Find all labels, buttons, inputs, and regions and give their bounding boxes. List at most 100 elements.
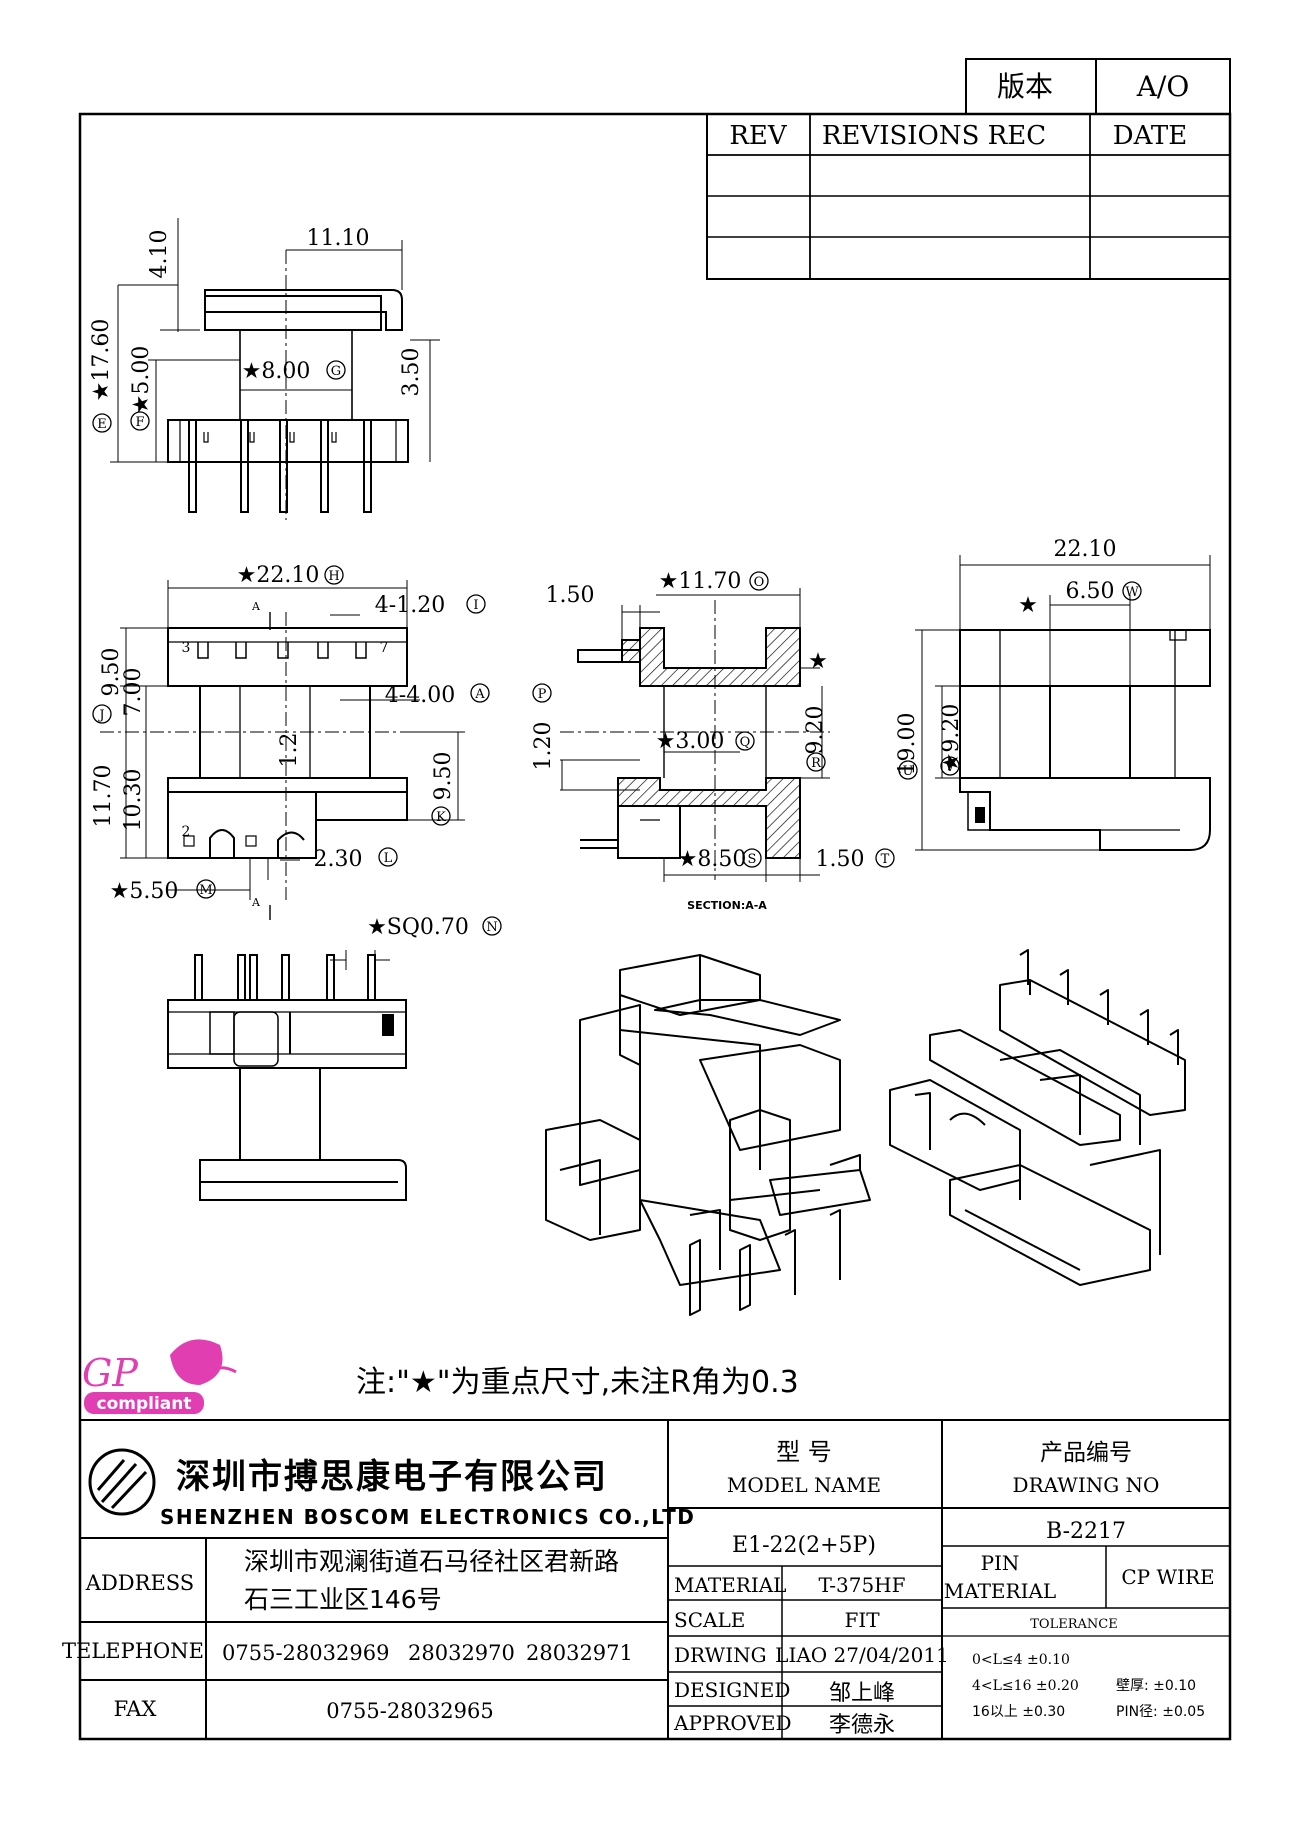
section-caption: SECTION:A-A [687, 899, 767, 912]
contact-info: ADDRESS 深圳市观澜街道石马径社区君新路 石三工业区146号 TELEPH… [62, 1547, 633, 1723]
pin-label-2: 2 [182, 824, 191, 840]
tolerance-label: TOLERANCE [1030, 1617, 1117, 1632]
gp-text: GP [82, 1351, 139, 1395]
tolerance-wall: 壁厚: ±0.10 [1116, 1678, 1196, 1694]
dim-11-10: 11.10 [307, 226, 370, 251]
circle-w: W [1125, 585, 1139, 600]
circle-v: V [944, 760, 955, 775]
material-label: MATERIAL [674, 1573, 786, 1597]
dim-1-50-bottom: 1.50 [816, 847, 865, 872]
drawing-no-label-en: DRAWING NO [1013, 1473, 1160, 1497]
company-name-cn: 深圳市搏思康电子有限公司 [176, 1457, 608, 1497]
pin-label-3: 3 [182, 640, 191, 656]
dim-3-50: 3.50 [399, 348, 424, 397]
fax-label: FAX [114, 1697, 157, 1721]
pin-material-value: CP WIRE [1121, 1565, 1214, 1589]
material-value: T-375HF [818, 1573, 905, 1597]
dim-1-20: 1.20 [531, 722, 556, 771]
designed-value: 邹上峰 [829, 1681, 895, 1706]
model-label-cn: 型 号 [776, 1438, 832, 1466]
address-label: ADDRESS [85, 1571, 194, 1595]
tolerance-row-3: 16以上 ±0.30 [972, 1704, 1065, 1720]
circle-k: K [436, 810, 446, 825]
gp-compliant-logo: GP compliant [82, 1339, 237, 1414]
section-mark-a-top: A [251, 600, 261, 613]
circle-r: R [811, 756, 822, 771]
title-block-fields: 型 号 MODEL NAME E1-22(2+5P) 产品编号 DRAWING … [673, 1438, 1215, 1738]
section-mark-a-bottom: A [251, 896, 261, 909]
telephone-3: 28032971 [526, 1641, 633, 1665]
section-view [560, 588, 830, 882]
drawing-no-value: B-2217 [1046, 1519, 1126, 1544]
circle-h: H [328, 569, 339, 584]
dim-9-20-section: 9.20 [803, 706, 828, 755]
circle-i: I [473, 598, 478, 613]
pin-label: PIN [981, 1551, 1020, 1575]
dim-star-side: ★ [1018, 593, 1038, 618]
dim-4-1-20: 4-1.20 [375, 593, 445, 618]
dim-3-00: ★3.00 [656, 729, 725, 754]
dim-7-00: 7.00 [121, 668, 146, 717]
circle-o: O [754, 575, 765, 590]
circle-j: J [97, 708, 104, 723]
circle-s: S [748, 852, 757, 867]
dim-8-50: ★8.50 [678, 847, 747, 872]
dim-22-10-side: 22.10 [1054, 537, 1117, 562]
side-view [915, 555, 1211, 851]
telephone-label: TELEPHONE [62, 1639, 204, 1663]
dim-9-50-right: 9.50 [431, 752, 456, 801]
drawing-no-label-cn: 产品编号 [1040, 1440, 1132, 1466]
address-line-1: 深圳市观澜街道石马径社区君新路 [244, 1547, 619, 1576]
circle-labels [92, 360, 1142, 936]
version-value: A/O [1136, 70, 1190, 103]
isometric-view-2 [889, 949, 1186, 1286]
circle-m: M [199, 883, 212, 898]
model-label-en: MODEL NAME [727, 1473, 881, 1497]
tolerance-row-2: 4<L≤16 ±0.20 [972, 1678, 1079, 1694]
company-logo [88, 1448, 156, 1516]
tolerance-row-1: 0<L≤4 ±0.10 [972, 1652, 1070, 1668]
company-name-en: SHENZHEN BOSCOM ELECTRONICS CO.,LTD [160, 1505, 695, 1529]
dim-1-50-top: 1.50 [546, 583, 595, 608]
circle-n: N [486, 920, 497, 935]
dim-11-70: ★11.70 [659, 569, 742, 594]
telephone-1: 0755-28032969 [222, 1641, 389, 1665]
dim-4-4-00: 4-4.00 [385, 683, 455, 708]
designed-label: DESIGNED [674, 1678, 790, 1702]
tolerance-pin: PIN径: ±0.05 [1116, 1704, 1205, 1720]
dim-5-00: ★5.00 [129, 346, 154, 415]
model-value: E1-22(2+5P) [732, 1533, 876, 1558]
pin-label-7: 7 [380, 640, 389, 656]
circle-p: P [538, 687, 547, 702]
dim-10-30: 10.30 [121, 769, 146, 832]
version-box: 版本 A/O [965, 58, 1231, 115]
dim-1-2: 1.2 [277, 733, 302, 768]
scale-value: FIT [844, 1608, 880, 1632]
dim-sq0-70: ★SQ0.70 [367, 915, 469, 940]
drwing-label: DRWING [674, 1643, 767, 1667]
dim-star-section: ★ [808, 649, 828, 674]
circle-g: G [331, 364, 341, 379]
date-header: DATE [1113, 121, 1188, 151]
isometric-view-1 [545, 954, 871, 1316]
dim-9-50-left: 9.50 [99, 648, 124, 697]
revision-table: REV REVISIONS REC DATE [706, 113, 1231, 280]
approved-value: 李德永 [829, 1713, 895, 1738]
scale-label: SCALE [674, 1608, 745, 1632]
revisions-rec-header: REVISIONS REC [822, 121, 1046, 151]
bottom-view [167, 950, 407, 1201]
circle-l: L [384, 851, 393, 866]
version-label: 版本 [997, 70, 1053, 103]
dim-5-50: ★5.50 [110, 879, 179, 904]
address-line-2: 石三工业区146号 [244, 1585, 442, 1614]
compliant-text: compliant [97, 1394, 192, 1414]
dim-8-00: ★8.00 [242, 359, 311, 384]
note-text: 注:"★"为重点尺寸,未注R角为0.3 [356, 1365, 799, 1400]
drwing-value: LIAO 27/04/2011 [775, 1643, 949, 1667]
circle-f: F [135, 415, 144, 430]
circle-u: U [903, 764, 914, 779]
dim-11-70: 11.70 [91, 765, 116, 828]
telephone-2: 28032970 [408, 1641, 515, 1665]
circle-letters: G E F H I A J K L M O P Q R S T W U V N [97, 364, 1139, 935]
